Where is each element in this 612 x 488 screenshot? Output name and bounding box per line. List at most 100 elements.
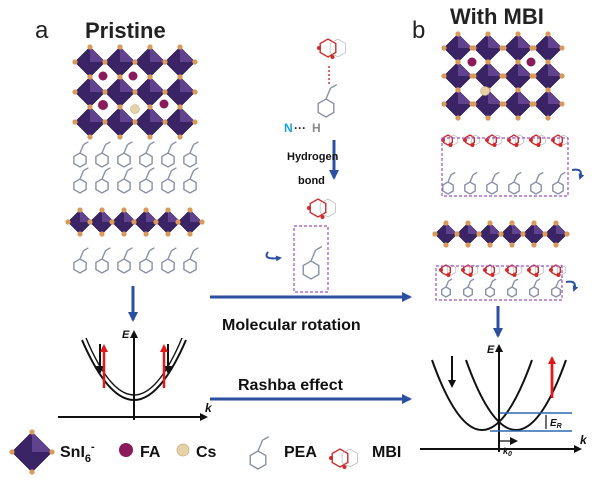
- iodide-atom: [102, 89, 108, 95]
- mbi-molecule: [461, 264, 479, 277]
- pristine-octahedra-row: [65, 207, 205, 237]
- mbi-molecule: [439, 264, 457, 277]
- iodide-atom: [487, 220, 493, 226]
- iodide-atom: [109, 219, 115, 225]
- octahedron-facet: [518, 90, 532, 104]
- mbi-molecule: [483, 264, 501, 277]
- iodide-atom: [564, 231, 570, 237]
- pea-molecule: [302, 245, 323, 280]
- octahedron-facet: [518, 62, 532, 76]
- mbi-layer: [441, 134, 569, 195]
- pea-molecule: [464, 171, 478, 195]
- legend-sni6-label: SnI6-: [60, 441, 95, 465]
- iodide-atom: [132, 89, 138, 95]
- side-chain: [79, 170, 85, 180]
- benzene-ring: [529, 286, 539, 298]
- side-chain: [127, 167, 133, 172]
- benzene-ring: [117, 258, 131, 274]
- octahedron-facet: [180, 77, 195, 92]
- panel-b-title: With MBI: [450, 4, 544, 29]
- side-chain: [105, 167, 111, 172]
- legend-fa-sphere-icon: [119, 443, 133, 457]
- benzene-ring: [95, 152, 109, 168]
- nitrogen-atom: [329, 456, 333, 460]
- octahedron-facet: [458, 62, 472, 76]
- iodide-atom: [143, 207, 149, 213]
- mbi-molecule-top: [317, 38, 346, 59]
- side-chain: [470, 278, 475, 282]
- iodide-atom: [531, 220, 537, 226]
- iodide-atom: [545, 87, 551, 93]
- iodide-atom: [515, 59, 521, 65]
- sni6-octahedron: [531, 31, 565, 65]
- pristine-perovskite-lattice: [72, 44, 198, 140]
- iodide-atom: [441, 73, 447, 79]
- panel-a-letter: a: [35, 17, 49, 44]
- pea-molecule: [441, 278, 453, 298]
- benzene-ring: [95, 178, 109, 194]
- imidazole-ring: [531, 134, 541, 146]
- side-chain: [105, 247, 111, 252]
- benzene-ring: [317, 98, 335, 118]
- iodide-atom: [117, 44, 123, 50]
- benzene-ring: [530, 181, 542, 195]
- iodide-atom: [531, 242, 537, 248]
- fa-cation: [98, 71, 108, 81]
- pea-molecule: [95, 247, 111, 274]
- sni6-octahedron: [162, 74, 198, 110]
- iodide-atom: [476, 231, 482, 237]
- octahedron-facet: [150, 77, 165, 92]
- nitrogen-atom: [549, 268, 553, 272]
- octahedron-facet: [518, 34, 532, 48]
- imidazole-ring: [463, 264, 473, 276]
- nitrogen-atom: [527, 268, 531, 272]
- pea-molecule: [117, 167, 133, 194]
- band-diagram-pristine: E k: [58, 329, 213, 421]
- benzo-ring: [512, 264, 523, 276]
- octahedron-facet: [90, 107, 105, 122]
- octahedron-facet: [548, 90, 562, 104]
- nitrogen-atom: [342, 465, 347, 469]
- benzene-ring: [183, 258, 197, 274]
- imidazole-ring: [309, 198, 327, 218]
- benzene-ring: [442, 181, 454, 195]
- side-chain: [79, 250, 85, 260]
- iodide-atom: [153, 219, 159, 225]
- iodide-atom: [65, 219, 71, 225]
- nitrogen-atom: [507, 138, 511, 142]
- pea-molecule: [183, 247, 199, 274]
- side-chain: [472, 171, 478, 176]
- octahedron-facet: [32, 432, 52, 452]
- side-chain: [127, 141, 133, 146]
- iodide-atom: [162, 59, 168, 65]
- iodide-atom: [542, 231, 548, 237]
- pea-molecule: [117, 247, 133, 274]
- fa-cation: [526, 57, 536, 67]
- iodide-atom: [162, 119, 168, 125]
- benzene-ring: [161, 152, 175, 168]
- octahedron-facet: [124, 210, 136, 222]
- iodide-atom: [559, 45, 565, 51]
- benzene-ring: [464, 181, 476, 195]
- sni6-octahedron: [441, 87, 475, 121]
- benzo-ring: [468, 264, 479, 276]
- iodide-atom: [485, 59, 491, 65]
- side-chain: [514, 278, 519, 282]
- side-chain: [325, 87, 332, 100]
- nitrogen-atom: [320, 215, 325, 219]
- imidazole-ring: [441, 264, 451, 276]
- side-chain: [83, 141, 89, 146]
- side-chain: [193, 247, 199, 252]
- iodide-atom: [143, 231, 149, 237]
- nitrogen-atom: [492, 143, 497, 147]
- pea-molecule: [463, 278, 475, 298]
- iodide-atom: [72, 119, 78, 125]
- rotation-curl-icon-upper: [571, 168, 585, 180]
- octahedron-facet: [190, 210, 202, 222]
- pea-molecule: [183, 141, 199, 168]
- iodide-atom: [455, 115, 461, 121]
- benzene-ring: [117, 152, 131, 168]
- n-atom-label: N: [284, 121, 293, 135]
- benzene-ring: [95, 258, 109, 274]
- band-a-parabola: [81, 339, 187, 401]
